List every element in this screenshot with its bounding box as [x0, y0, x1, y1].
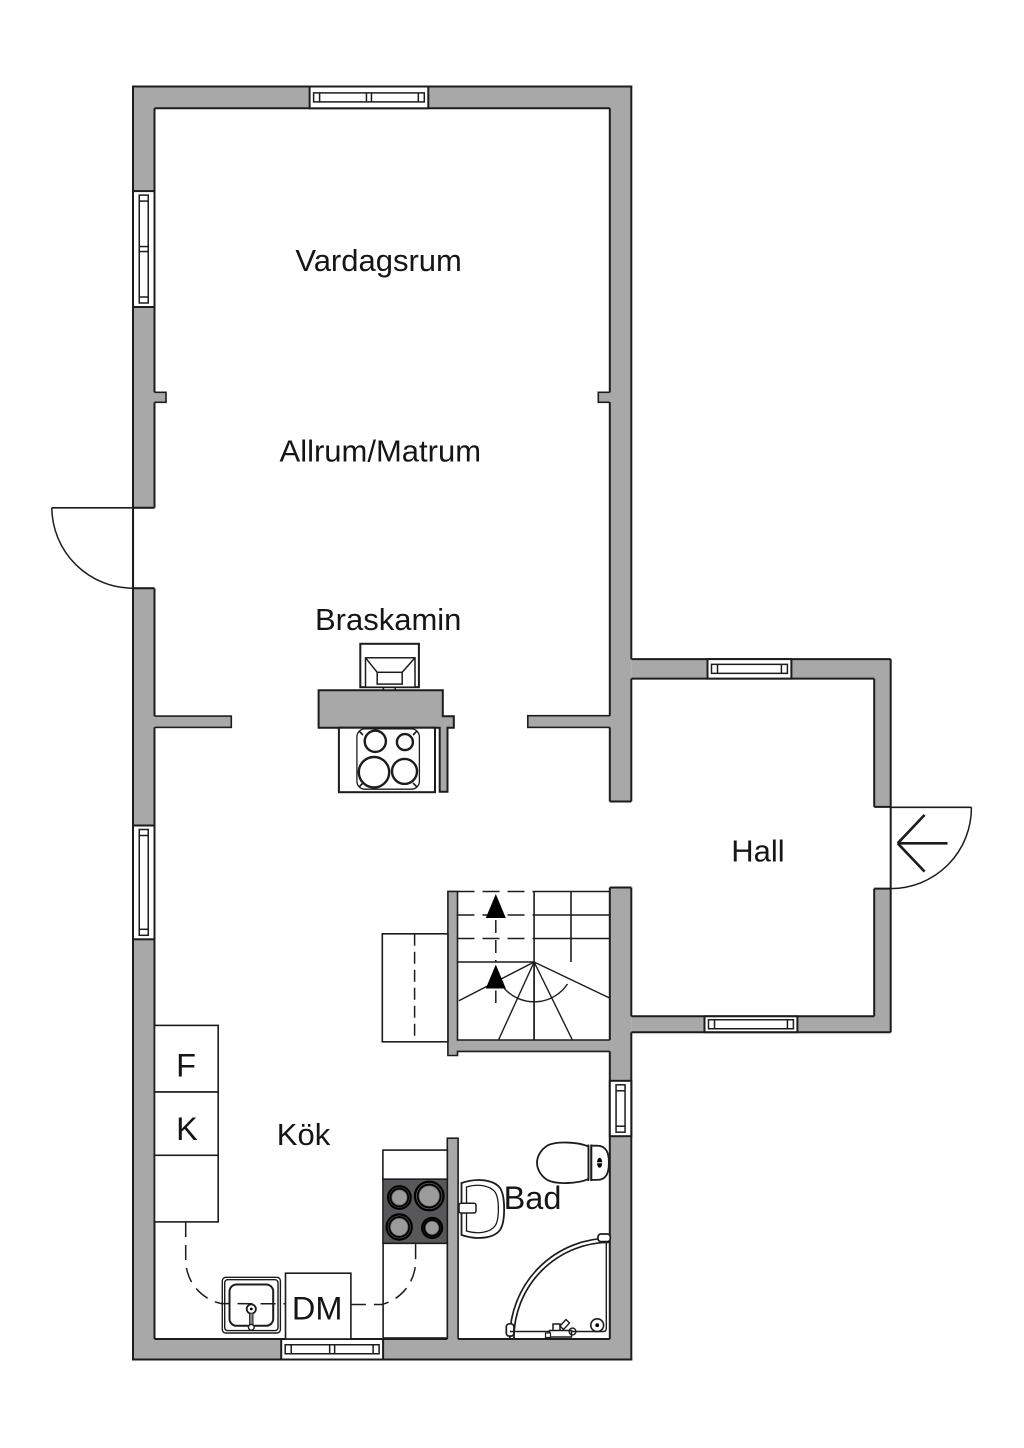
svg-text:DM: DM	[292, 1290, 343, 1326]
svg-text:Vardagsrum: Vardagsrum	[295, 243, 462, 278]
svg-text:Allrum/Matrum: Allrum/Matrum	[280, 434, 482, 469]
svg-text:Bad: Bad	[504, 1180, 562, 1216]
svg-text:Braskamin: Braskamin	[315, 602, 461, 637]
svg-text:Kök: Kök	[277, 1117, 331, 1152]
svg-text:Hall: Hall	[731, 834, 784, 869]
svg-text:K: K	[176, 1111, 198, 1147]
svg-text:F: F	[176, 1048, 196, 1084]
